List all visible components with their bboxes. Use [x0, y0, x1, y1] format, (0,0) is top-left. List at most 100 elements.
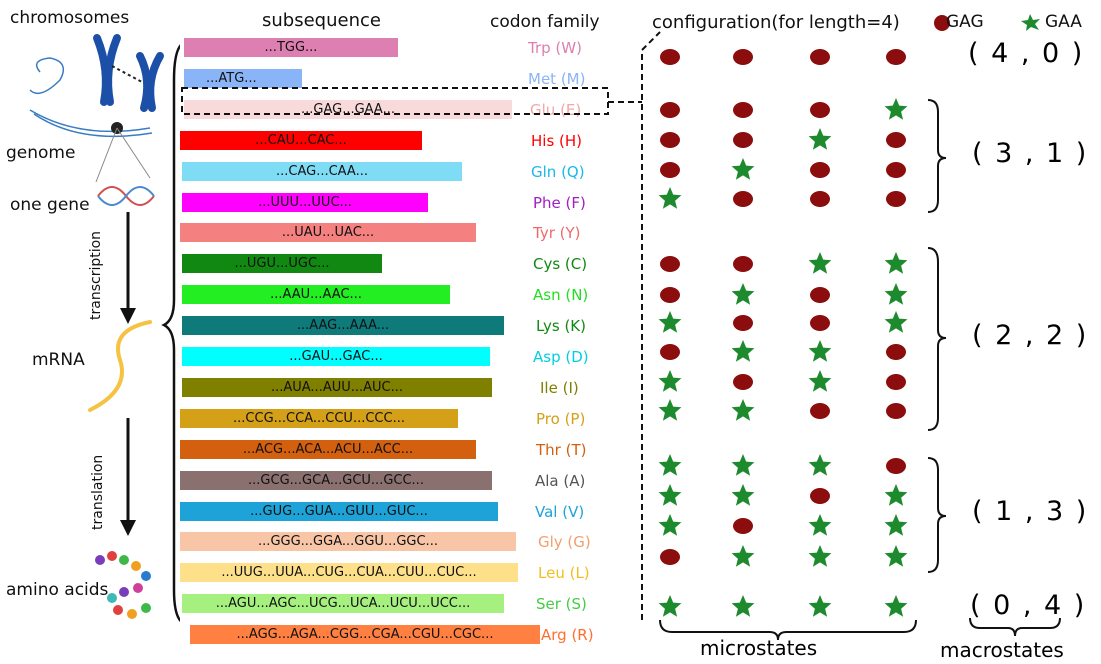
translation-arrow-head	[120, 520, 136, 536]
gaa-marker	[808, 454, 832, 476]
codon-subsequence: ...UUU...UUC...	[258, 194, 352, 210]
gag-marker	[660, 287, 680, 303]
codon-family-label-12: Pro (P)	[536, 409, 586, 428]
gag-marker	[733, 132, 753, 148]
transcription-arrow-head	[120, 308, 136, 324]
gaa-marker	[808, 514, 832, 536]
codon-family-label-7: Cys (C)	[533, 255, 588, 274]
codon-subsequence: ...CAU...CAC...	[255, 132, 347, 148]
codon-subsequence: ...AAG...AAA...	[296, 318, 390, 334]
gaa-marker	[658, 399, 682, 421]
gaa-marker	[658, 484, 682, 506]
header-configuration: configuration(for length=4)	[652, 12, 900, 33]
gag-marker	[733, 374, 753, 390]
label-genome: genome	[6, 143, 76, 163]
codon-family-label-0: Trp (W)	[528, 39, 582, 57]
codon-bar-1: ...ATG...	[184, 68, 302, 88]
gaa-marker	[731, 454, 755, 476]
gaa-marker	[884, 311, 908, 333]
gag-marker	[733, 518, 753, 534]
codon-family-label-17: Leu (L)	[538, 564, 590, 583]
gag-marker	[810, 488, 830, 504]
gag-marker	[886, 49, 906, 65]
codon-bar-8: ...AAU...AAC...	[182, 285, 450, 305]
codon-bar-16: ...GGG...GGA...GGU...GGC...	[180, 532, 516, 552]
codon-family-label-8: Asn (N)	[533, 286, 589, 305]
microstate-row	[660, 283, 908, 305]
gaa-marker	[658, 454, 682, 476]
codon-bar-0: ...TGG...	[184, 38, 398, 57]
gaa-marker	[731, 399, 755, 421]
gaa-marker	[884, 252, 908, 274]
gaa-marker	[884, 514, 908, 536]
legend	[934, 14, 1040, 31]
gaa-marker	[884, 545, 908, 567]
microstate-row	[658, 595, 908, 617]
microstate-row	[660, 98, 908, 120]
gaa-marker	[731, 484, 755, 506]
gaa-marker	[658, 311, 682, 333]
codon-bar-18: ...AGU...AGC...UCG...UCA...UCU...UCC...	[182, 594, 504, 614]
biology-illustrations	[29, 34, 180, 623]
gaa-marker	[658, 595, 682, 617]
codon-subsequence: ...GUG...GUA...GUU...GUC...	[250, 503, 428, 519]
gag-marker	[660, 49, 680, 65]
label-amino-acids: amino acids	[6, 580, 109, 600]
codon-bar-13: ...ACG...ACA...ACU...ACC...	[180, 439, 476, 459]
codon-bar-4: ...CAG...CAA...	[182, 161, 462, 181]
gaa-marker	[731, 283, 755, 305]
codon-family-label-3: His (H)	[531, 131, 583, 150]
microstate-row	[658, 370, 906, 392]
gag-marker	[660, 549, 680, 565]
codon-subsequence: ...AGU...AGC...UCG...UCA...UCU...UCC...	[215, 596, 471, 612]
codon-bar-17: ...UUG...UUA...CUG...CUA...CUU...CUC...	[180, 563, 518, 583]
gaa-marker	[884, 98, 908, 120]
gaa-marker	[884, 283, 908, 305]
codon-subsequence: ...GGG...GGA...GGU...GGC...	[258, 534, 438, 550]
codon-subsequence: ...GCG...GCA...GCU...GCC...	[248, 472, 424, 488]
gag-marker	[810, 315, 830, 331]
codon-subsequence: ...UAU...UAC...	[281, 225, 375, 241]
codon-bar-15: ...GUG...GUA...GUU...GUC...	[180, 501, 498, 521]
footer-macrostates: macrostates	[940, 638, 1064, 662]
gag-marker	[660, 344, 680, 360]
gag-marker	[733, 49, 753, 65]
codon-family-label-9: Lys (K)	[536, 317, 586, 336]
codon-bar-5: ...UUU...UUC...	[182, 192, 428, 212]
gaa-marker	[884, 595, 908, 617]
gag-marker	[733, 191, 753, 207]
microstate-row	[658, 399, 906, 421]
codon-family-label-19: Arg (R)	[541, 626, 594, 645]
legend-gaa-marker	[1021, 14, 1040, 31]
gaa-marker	[808, 340, 832, 362]
dna-helix-icon	[97, 186, 155, 206]
gag-marker	[886, 458, 906, 474]
gaa-marker	[808, 545, 832, 567]
legend-gag-marker	[934, 15, 950, 31]
codon-family-label-10: Asp (D)	[533, 348, 589, 366]
microstate-row	[658, 454, 906, 476]
gag-marker	[886, 374, 906, 390]
codon-subsequence: ...TGG...	[264, 40, 318, 55]
codon-family-label-5: Phe (F)	[533, 193, 586, 212]
macrostate-2-2: ( 2 , 2 )	[972, 320, 1089, 351]
gaa-marker	[658, 514, 682, 536]
label-mrna: mRNA	[32, 350, 85, 370]
microstate-row	[658, 311, 908, 333]
amino-acid-chain-icon	[95, 551, 151, 619]
codon-subsequence: ...UUG...UUA...CUG...CUA...CUU...CUC...	[221, 565, 477, 581]
mrna-icon	[88, 320, 152, 412]
codon-bar-3: ...CAU...CAC...	[180, 130, 422, 150]
gaa-marker	[731, 545, 755, 567]
gag-marker	[733, 102, 753, 118]
codon-bar-14: ...GCG...GCA...GCU...GCC...	[180, 470, 492, 490]
codon-subsequence: ...CAG...CAA...	[275, 163, 368, 179]
codon-bar-19: ...AGG...AGA...CGG...CGA...CGU...CGC...	[190, 625, 540, 645]
gag-marker	[886, 162, 906, 178]
gag-marker	[733, 256, 753, 272]
codon-family-label-6: Tyr (Y)	[533, 224, 581, 243]
microstate-row	[660, 252, 908, 274]
gag-marker	[886, 191, 906, 207]
